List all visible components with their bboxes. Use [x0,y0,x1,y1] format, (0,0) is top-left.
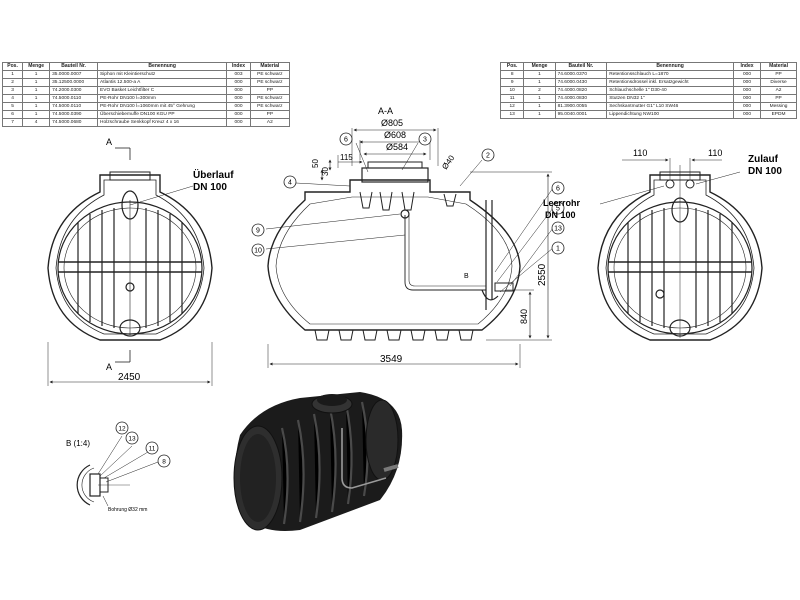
table-cell: 7 [1,118,24,127]
section-balloon-labels: 6 3 2 4 9 10 6 5 13 1 [254,137,562,255]
dim-2550: 2550 [537,263,548,286]
dim-2450: 2450 [118,372,141,383]
marker-a-top: A [106,137,112,147]
table-cell: EPDM [760,110,797,119]
detail-balloon-12: 12 [118,426,126,433]
balloon-10: 10 [254,248,262,255]
balloon-r13: 13 [554,226,562,233]
tank-3d-render [233,392,403,531]
balloon-6: 6 [344,137,348,144]
left-end-view [47,147,213,386]
right-end-view [597,158,763,341]
balloon-4: 4 [288,180,292,187]
section-view-a-a [251,128,565,368]
balloon-r5: 5 [556,206,560,213]
ueberlauf-label: Überlauf [193,168,234,181]
balloon-2: 2 [486,153,490,160]
marker-a-bottom: A [106,362,112,372]
detail-b-label: B (1:4) [66,439,90,448]
zulauf-label: Zulauf [748,154,779,165]
detail-b-marker: B [464,273,469,280]
dim-608: Ø608 [384,130,406,140]
section-label: A-A [378,106,393,116]
leerrohr-dn-label: DN 100 [545,210,576,220]
balloon-r6: 6 [556,186,560,193]
detail-balloon-8: 8 [162,459,166,466]
detail-b-view [76,421,171,507]
dim-110-right: 110 [708,148,722,158]
dim-110-left: 110 [633,148,647,158]
table-cell: 13 [499,110,525,119]
dim-840: 840 [519,309,529,324]
dim-805: Ø805 [381,118,403,128]
balloon-3: 3 [423,137,427,144]
table-cell: 000 [732,110,762,119]
table-cell: 000 [226,118,251,127]
table-cell: 1 [523,110,556,119]
balloon-9: 9 [256,228,260,235]
detail-balloon-11: 11 [149,446,156,453]
dim-50: 50 [311,159,320,168]
detail-balloon-labels: 12 13 11 8 [118,426,166,466]
dim-40: Ø40 [440,153,456,171]
dim-584: Ø584 [386,142,408,152]
dim-3549: 3549 [380,354,403,365]
ueberlauf-dn-label: DN 100 [193,182,227,193]
dim-115: 115 [340,153,353,162]
table-cell: A2 [249,118,291,127]
balloon-r1: 1 [556,246,560,253]
table-cell: 4 [22,118,51,127]
bohrung-label: Bohrung Ø32 mm [108,507,147,513]
zulauf-dn-label: DN 100 [748,166,782,177]
leerrohr-label: Leerrohr [543,198,581,208]
dim-30: 30 [321,167,330,176]
detail-balloon-13: 13 [128,436,136,443]
